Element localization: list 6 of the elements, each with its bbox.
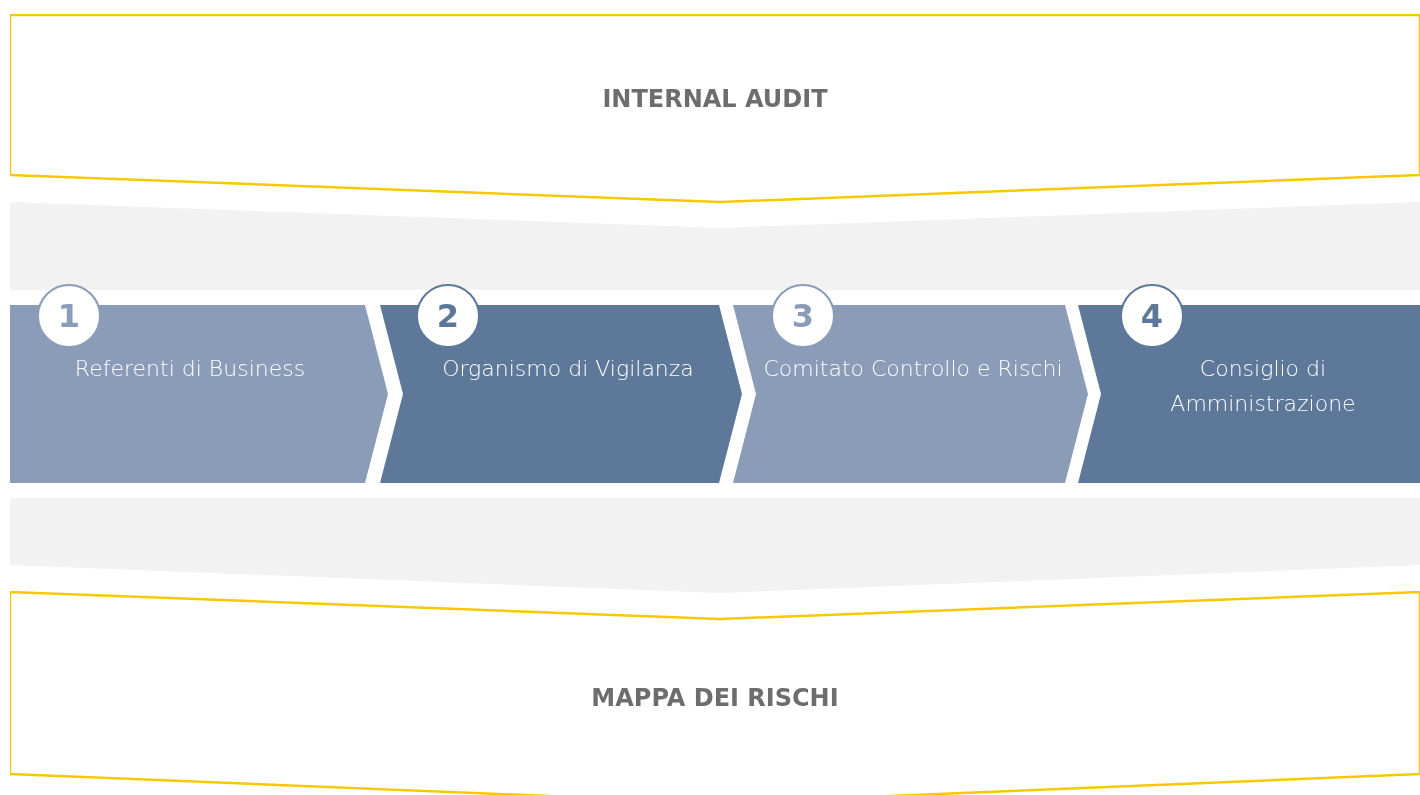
step-label: Organismo di Vigilanza — [441, 355, 695, 383]
step-label: Comitato Controllo e Rischi — [763, 355, 1063, 383]
step-label: Consiglio di Amministrazione — [1169, 355, 1357, 418]
banner-title: MAPPA DEI RISCHI — [590, 684, 840, 712]
step-label: Referenti di Business — [73, 355, 307, 383]
banner-title: INTERNAL AUDIT — [601, 85, 829, 113]
